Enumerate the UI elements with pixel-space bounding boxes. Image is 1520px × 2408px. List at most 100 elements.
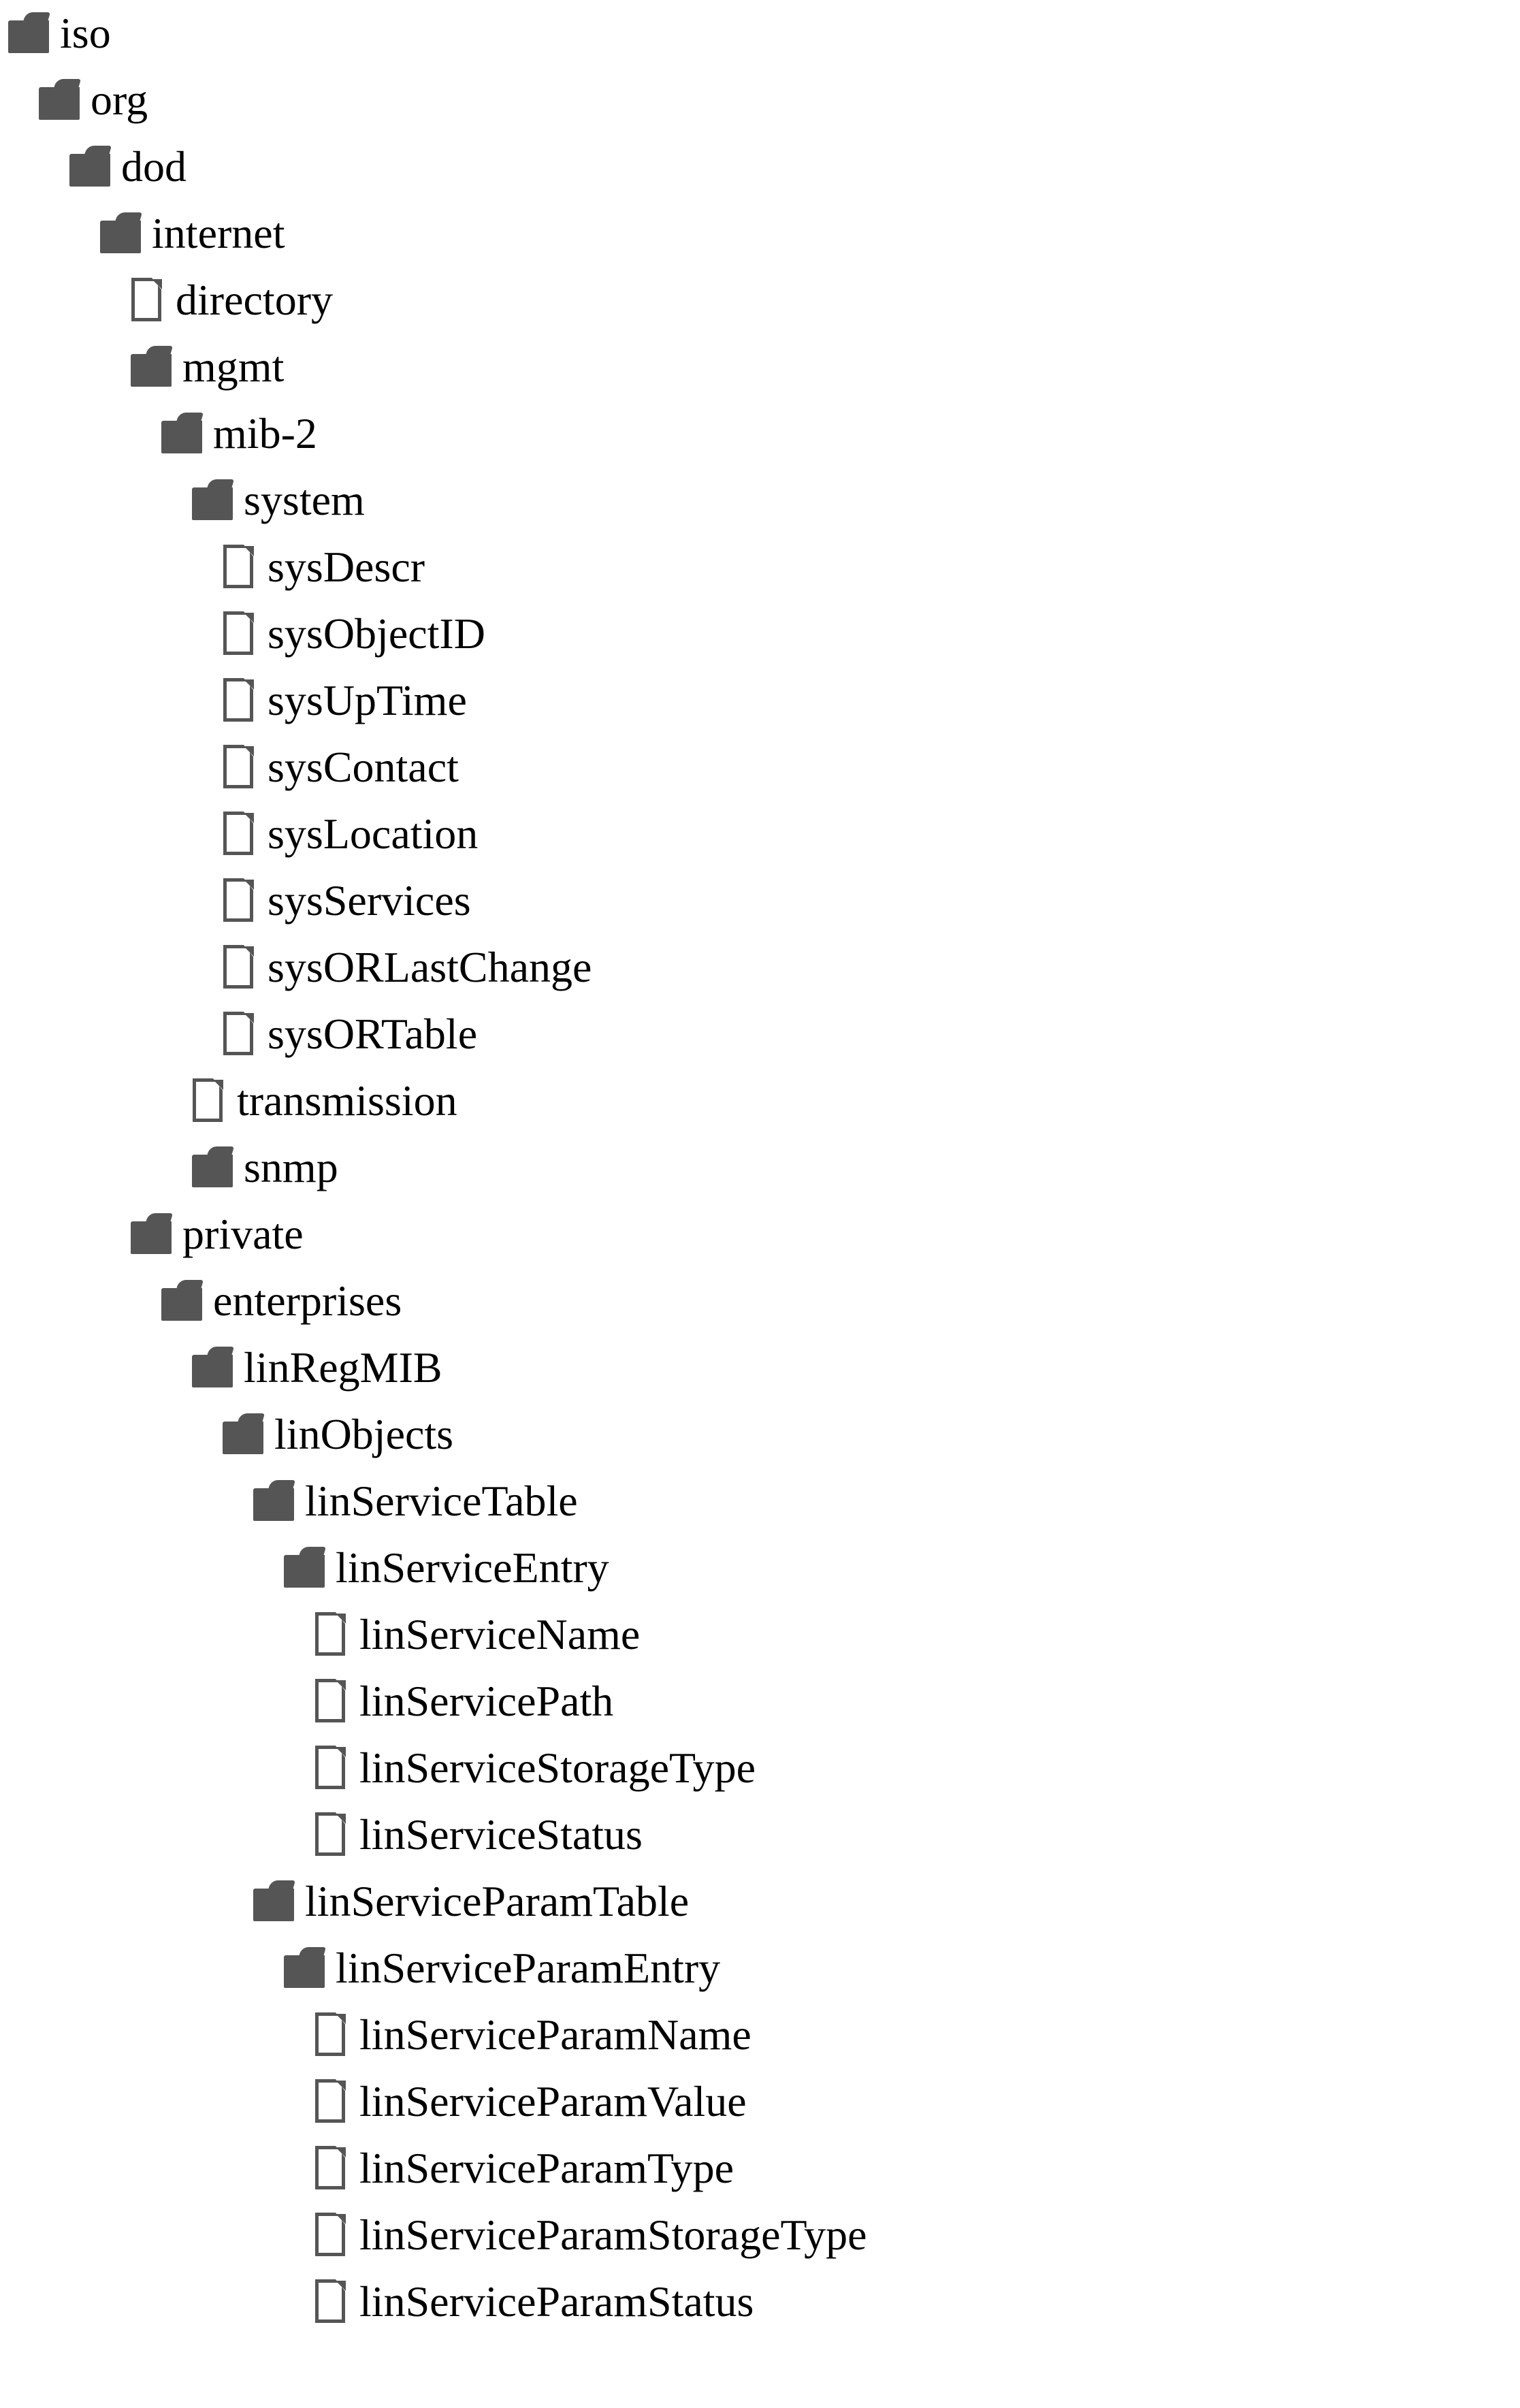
tree-node-label: linServiceEntry xyxy=(336,1543,609,1592)
document-page xyxy=(315,2079,345,2123)
tree-node-label: linServiceParamStatus xyxy=(359,2277,754,2326)
folder-icon xyxy=(221,1413,266,1456)
document-fold-corner xyxy=(152,279,162,289)
folder-icon xyxy=(68,146,113,188)
folder-icon xyxy=(191,479,236,521)
folder-body xyxy=(192,1155,233,1187)
tree-node-linServiceParamValue[interactable]: linServiceParamValue xyxy=(0,2068,1520,2135)
tree-node-label: linObjects xyxy=(274,1410,454,1458)
folder-body xyxy=(39,87,80,120)
tree-node-linServiceParamStorageType[interactable]: linServiceParamStorageType xyxy=(0,2202,1520,2268)
tree-node-label: enterprises xyxy=(213,1277,402,1325)
tree-node-label: linServicePath xyxy=(359,1677,614,1725)
tree-node-snmp[interactable]: snmp xyxy=(0,1134,1520,1201)
folder-icon xyxy=(282,1947,327,1989)
tree-node-label: transmission xyxy=(237,1076,457,1125)
folder-icon xyxy=(37,79,82,121)
tree-node-linServiceParamType[interactable]: linServiceParamType xyxy=(0,2135,1520,2202)
document-page xyxy=(315,2213,345,2256)
tree-node-sysORLastChange[interactable]: sysORLastChange xyxy=(0,934,1520,1001)
document-icon xyxy=(221,677,257,724)
tree-node-sysContact[interactable]: sysContact xyxy=(0,734,1520,801)
tree-node-linServiceEntry[interactable]: linServiceEntry xyxy=(0,1535,1520,1601)
tree-node-mib-2[interactable]: mib-2 xyxy=(0,400,1520,467)
document-page xyxy=(315,1812,345,1856)
tree-node-transmission[interactable]: transmission xyxy=(0,1067,1520,1134)
tree-node-sysObjectID[interactable]: sysObjectID xyxy=(0,600,1520,667)
folder-body xyxy=(131,1221,172,1254)
folder-body xyxy=(223,1422,263,1454)
tree-node-dod[interactable]: dod xyxy=(0,133,1520,200)
document-icon xyxy=(221,944,257,991)
tree-node-sysDescr[interactable]: sysDescr xyxy=(0,534,1520,600)
document-fold-corner xyxy=(336,1680,346,1690)
document-icon xyxy=(313,2145,349,2192)
tree-node-label: sysContact xyxy=(268,743,459,791)
document-fold-corner xyxy=(244,880,254,890)
tree-node-linServiceStorageType[interactable]: linServiceStorageType xyxy=(0,1735,1520,1801)
folder-body xyxy=(161,1288,202,1321)
tree-node-label: mgmt xyxy=(182,342,285,391)
tree-node-label: private xyxy=(182,1210,304,1258)
tree-node-iso[interactable]: iso xyxy=(0,0,1520,67)
tree-node-label: mib-2 xyxy=(213,409,317,457)
document-icon xyxy=(221,744,257,790)
tree-node-sysORTable[interactable]: sysORTable xyxy=(0,1001,1520,1067)
tree-node-linServiceName[interactable]: linServiceName xyxy=(0,1601,1520,1668)
tree-node-linServiceParamEntry[interactable]: linServiceParamEntry xyxy=(0,1935,1520,2002)
document-fold-corner xyxy=(244,1013,254,1023)
tree-node-linRegMIB[interactable]: linRegMIB xyxy=(0,1334,1520,1401)
tree-node-label: linServiceParamValue xyxy=(359,2077,747,2125)
tree-node-label: sysServices xyxy=(268,876,471,925)
document-page xyxy=(223,878,253,922)
tree-node-label: linServiceStatus xyxy=(359,1810,643,1859)
folder-icon xyxy=(160,1280,205,1322)
document-fold-corner xyxy=(244,546,254,556)
tree-node-linServiceParamTable[interactable]: linServiceParamTable xyxy=(0,1868,1520,1935)
tree-node-linServiceStatus[interactable]: linServiceStatus xyxy=(0,1801,1520,1868)
tree-node-directory[interactable]: directory xyxy=(0,267,1520,334)
tree-node-sysServices[interactable]: sysServices xyxy=(0,867,1520,934)
folder-body xyxy=(161,421,202,453)
tree-node-label: linServiceParamEntry xyxy=(336,1944,721,1992)
folder-body xyxy=(100,221,141,253)
tree-node-label: sysORTable xyxy=(268,1010,478,1058)
tree-node-sysLocation[interactable]: sysLocation xyxy=(0,801,1520,867)
tree-node-label: dod xyxy=(121,142,187,191)
tree-node-sysUpTime[interactable]: sysUpTime xyxy=(0,667,1520,734)
document-icon xyxy=(313,1745,349,1791)
document-icon xyxy=(313,1812,349,1858)
document-icon xyxy=(221,878,257,924)
tree-node-linServiceTable[interactable]: linServiceTable xyxy=(0,1468,1520,1535)
folder-icon xyxy=(191,1146,236,1189)
tree-node-internet[interactable]: internet xyxy=(0,200,1520,267)
document-icon xyxy=(129,277,165,323)
folder-icon xyxy=(252,1880,297,1923)
folder-icon xyxy=(252,1480,297,1522)
tree-node-linServicePath[interactable]: linServicePath xyxy=(0,1668,1520,1735)
tree-node-label: org xyxy=(91,76,148,124)
folder-body xyxy=(253,1488,294,1521)
tree-node-private[interactable]: private xyxy=(0,1201,1520,1268)
tree-node-enterprises[interactable]: enterprises xyxy=(0,1268,1520,1334)
tree-node-linServiceParamStatus[interactable]: linServiceParamStatus xyxy=(0,2268,1520,2335)
tree-node-mgmt[interactable]: mgmt xyxy=(0,334,1520,400)
folder-icon xyxy=(99,212,144,255)
tree-node-label: sysLocation xyxy=(268,809,479,858)
tree-node-org[interactable]: org xyxy=(0,67,1520,133)
tree-node-system[interactable]: system xyxy=(0,467,1520,534)
document-icon xyxy=(221,611,257,657)
document-fold-corner xyxy=(336,2081,346,2091)
document-page xyxy=(315,2279,345,2323)
document-page xyxy=(223,611,253,655)
document-icon xyxy=(221,811,257,857)
folder-icon xyxy=(129,346,174,388)
tree-node-label: directory xyxy=(176,276,333,324)
folder-icon xyxy=(7,12,52,54)
document-icon xyxy=(191,1078,226,1124)
folder-icon xyxy=(160,413,205,455)
tree-node-linServiceParamName[interactable]: linServiceParamName xyxy=(0,2002,1520,2068)
tree-node-label: linServiceTable xyxy=(305,1477,578,1525)
tree-node-linObjects[interactable]: linObjects xyxy=(0,1401,1520,1468)
